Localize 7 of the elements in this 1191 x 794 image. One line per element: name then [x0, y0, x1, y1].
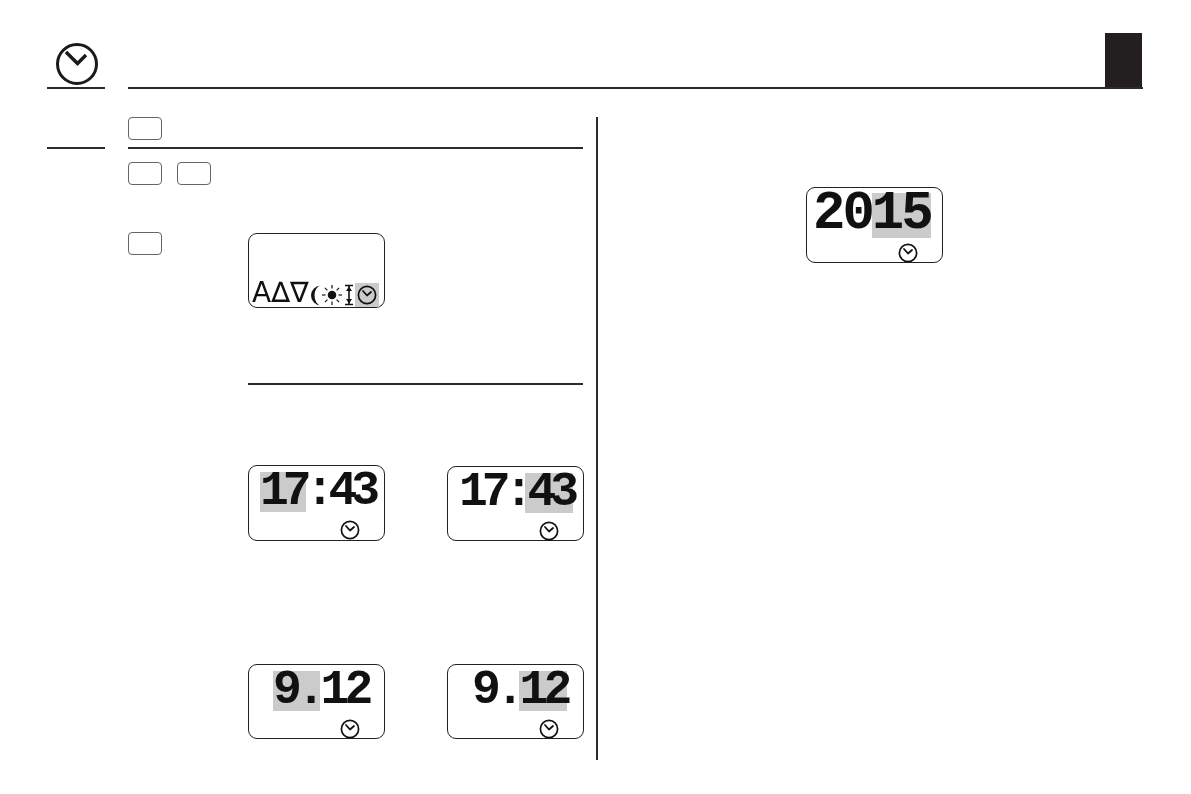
lcd-display [248, 233, 385, 308]
lcd-display [447, 466, 584, 541]
lcd-symbol-text: A∆∇ [252, 279, 309, 307]
lcd-display [806, 187, 943, 263]
lcd-display [248, 664, 385, 739]
lcd-display [447, 664, 584, 739]
lcd-display [248, 465, 385, 541]
